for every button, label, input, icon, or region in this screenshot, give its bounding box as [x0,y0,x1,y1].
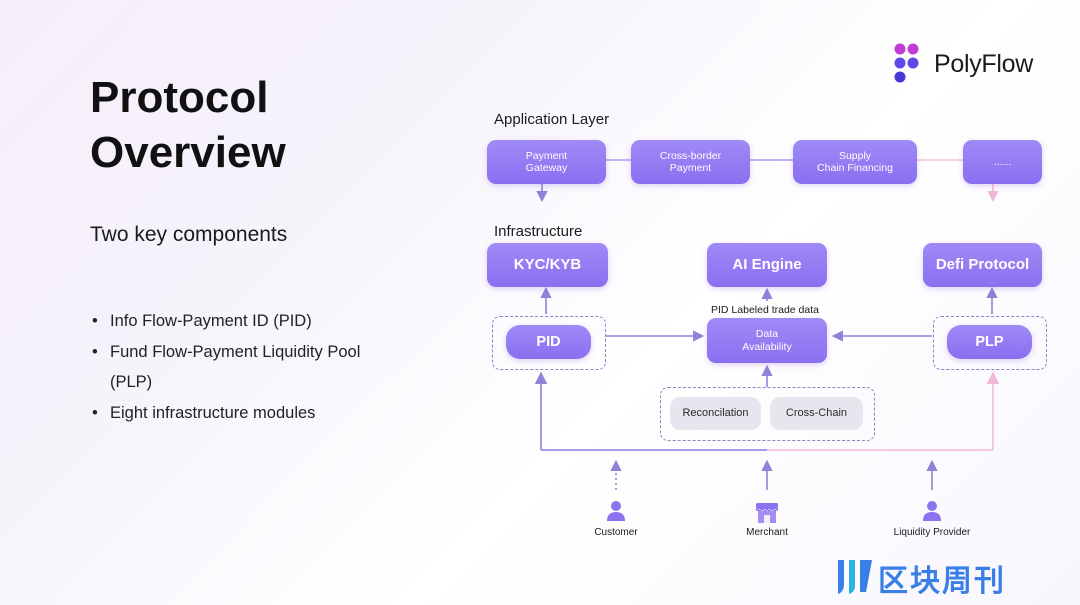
customer-icon [607,501,625,521]
node-supply-chain-financing: Supply Chain Financing [793,140,917,184]
polyflow-logo-icon [894,43,919,83]
liquidity-provider-icon [923,501,941,521]
module-ai-engine: AI Engine [707,243,827,287]
actor-liquidity-provider-label: Liquidity Provider [893,527,971,538]
bullet-list: Info Flow-Payment ID (PID) Fund Flow-Pay… [92,306,380,428]
bullet-item: Fund Flow-Payment Liquidity Pool (PLP) [92,337,380,398]
actor-customer-label: Customer [594,527,638,538]
watermark-text: 区块周刊 [878,565,1006,598]
bullet-item: Info Flow-Payment ID (PID) [92,306,380,337]
settlement-group-outline [660,387,875,441]
plp-group-outline [933,316,1047,370]
watermark-logo-icon [838,560,872,594]
module-defi-protocol: Defi Protocol [923,243,1042,287]
module-data-availability: Data Availability [707,318,827,363]
module-kyc-kyb: KYC/KYB [487,243,608,287]
trade-data-label: PID Labeled trade data [711,304,819,316]
application-layer-label: Application Layer [494,111,610,128]
node-payment-gateway: Payment Gateway [487,140,606,184]
module-plp: PLP [947,325,1032,359]
module-cross-chain: Cross-Chain [770,397,863,430]
node-more-applications: ...... [963,140,1042,184]
infrastructure-label: Infrastructure [494,223,583,240]
bullet-item: Eight infrastructure modules [92,398,380,429]
module-pid: PID [506,325,591,359]
subtitle: Two key components [90,223,288,246]
pid-group-outline [492,316,606,370]
node-cross-border-payment: Cross-border Payment [631,140,750,184]
page-title: Protocol Overview [90,73,286,177]
merchant-store-icon [755,503,779,523]
module-reconciliation: Reconcilation [670,397,761,430]
brand-name: PolyFlow [934,50,1034,78]
actor-merchant-label: Merchant [746,527,788,538]
